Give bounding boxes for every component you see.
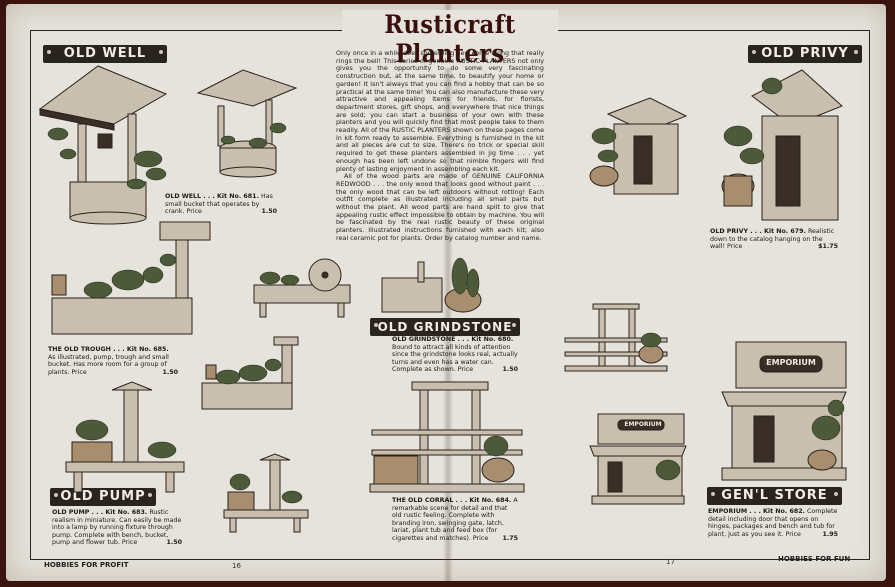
footer-right: HOBBIES FOR FUN [778, 555, 851, 563]
pump-box-illustration [201, 336, 299, 410]
caption-old-grindstone: OLD GRINDSTONE . . . Kit No. 680. Bound … [392, 336, 518, 374]
privy-small-illustration [589, 97, 688, 195]
caption-price: 1.50 [162, 368, 178, 376]
caption-price: 1.50 [261, 208, 277, 216]
old-grindstone-illustration [381, 257, 482, 313]
cart-planter-illustration [253, 258, 351, 318]
caption-text: Complete detail including door that open… [708, 508, 838, 538]
caption-price: 1.50 [166, 539, 182, 547]
caption-old-trough: THE OLD TROUGH . . . Kit No. 685. As ill… [48, 346, 178, 376]
footer-left: HOBBIES FOR PROFIT [44, 561, 129, 569]
caption-text: Bound to attract all kinds of attention … [392, 343, 518, 374]
emporium-illustration [721, 341, 847, 481]
caption-text: Rustic realism in miniature. Can easily … [52, 509, 182, 547]
corral-small-illustration [564, 303, 668, 372]
caption-old-pump: OLD PUMP . . . Kit No. 683. Rustic reali… [52, 509, 182, 547]
old-pump-illustration [65, 381, 185, 493]
old-well-illustration [38, 65, 168, 225]
page-number-right: 17 [666, 558, 675, 566]
caption-old-corral: THE OLD CORRAL . . . Kit No. 684. A rema… [392, 497, 518, 543]
old-well-small-illustration [196, 69, 298, 178]
intro-paragraph-2: All of the wood parts are made of GENUIN… [336, 172, 544, 242]
page-title: Rusticraft Planters [342, 10, 558, 68]
caption-text: Realistic down to the catalog hanging on… [710, 228, 835, 251]
old-trough-illustration [51, 221, 211, 335]
old-privy-sign: OLD PRIVY [748, 45, 862, 63]
emporium-sign-text: EMPORIUM [766, 358, 816, 367]
caption-old-well: OLD WELL . . . Kit No. 681. Has small bu… [165, 193, 277, 216]
caption-name: OLD PUMP . . . Kit No. 683. [52, 509, 148, 516]
caption-text: As illustrated, pump, trough and small b… [48, 353, 169, 376]
caption-old-privy: OLD PRIVY . . . Kit No. 679. Realistic d… [710, 228, 838, 251]
page-gutter [443, 4, 453, 581]
old-well-sign: OLD WELL [43, 45, 167, 63]
caption-name: THE OLD TROUGH . . . Kit No. 685. [48, 346, 169, 353]
caption-name: THE OLD CORRAL . . . Kit No. 684. [392, 497, 512, 504]
page-number-left: 16 [232, 562, 241, 570]
old-grindstone-sign: OLD GRINDSTONE [370, 318, 520, 336]
caption-text: Has small bucket that operates by crank.… [165, 193, 273, 216]
emporium-small-sign-text: EMPORIUM [624, 421, 662, 428]
caption-emporium: EMPORIUM . . . Kit No. 682. Complete det… [708, 508, 838, 538]
caption-name: OLD PRIVY . . . Kit No. 679. [710, 228, 806, 235]
caption-name: OLD WELL . . . Kit No. 681. [165, 193, 259, 200]
caption-price: $1.75 [818, 243, 838, 251]
intro-paragraph-1: Only once in a while does something new … [336, 49, 544, 173]
intro-text: Only once in a while does something new … [336, 49, 544, 243]
old-privy-illustration [721, 69, 843, 221]
emporium-small-illustration [589, 413, 687, 505]
caption-price: 1.75 [502, 534, 518, 542]
bench-pump-illustration [223, 453, 309, 533]
caption-price: 1.95 [822, 530, 838, 538]
caption-price: 1.50 [502, 366, 518, 374]
caption-name: OLD GRINDSTONE . . . Kit No. 680. [392, 336, 514, 343]
gens-store-sign: GEN'L STORE [707, 487, 842, 505]
caption-text: A remarkable scene for detail and that o… [392, 497, 518, 542]
caption-name: EMPORIUM . . . Kit No. 682. [708, 508, 806, 515]
old-corral-illustration [369, 381, 525, 493]
